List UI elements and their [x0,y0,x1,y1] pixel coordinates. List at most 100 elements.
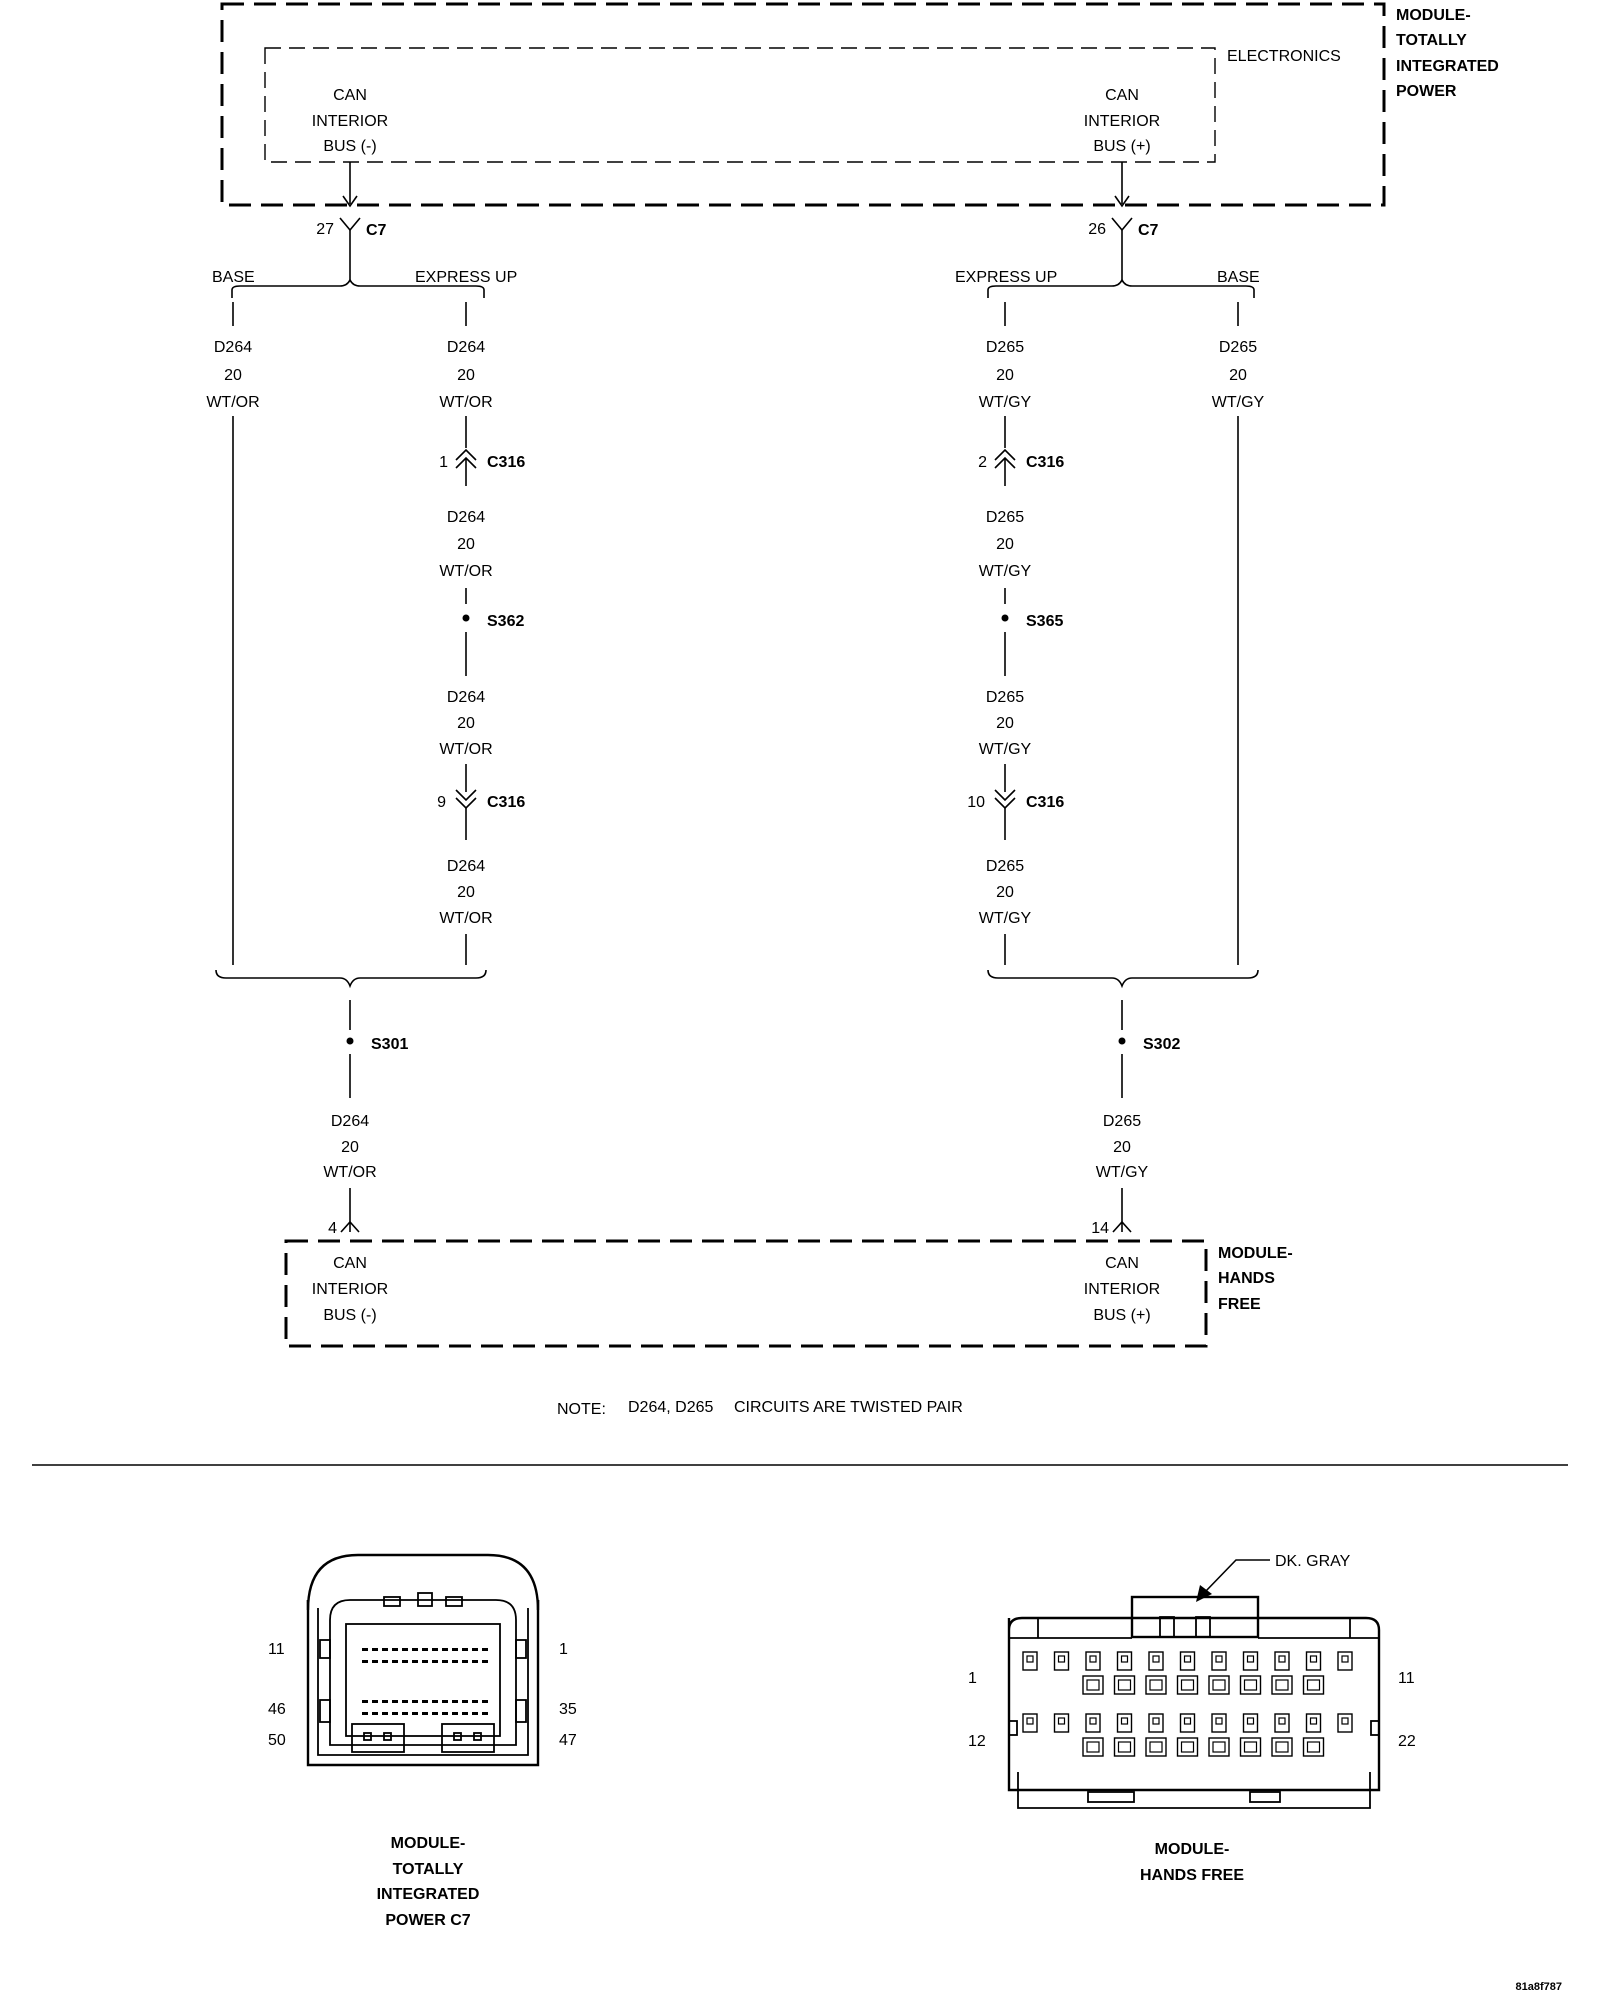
hf-pin-cavity [1305,1651,1322,1671]
c7-pin-cavity [402,1660,408,1663]
c7-pin-cavity [442,1712,448,1715]
hf-pin-cavity [1337,1713,1353,1733]
hf-left-connector-icon [340,1220,360,1233]
right-base-label: BASE [1217,269,1260,286]
tipm-title-4: POWER [1396,83,1457,100]
left-exp-wire-1-color: WT/OR [439,394,492,411]
tipm-outline [220,2,1386,207]
c7-pin-cavity [412,1700,418,1703]
c7-pin-cavity [392,1660,398,1663]
hf-right-port-2: INTERIOR [1084,1281,1160,1298]
right-exp-wire-2-circuit: D265 [986,509,1024,526]
left-exp-wire-3-gauge: 20 [457,715,475,732]
right-exp-wire-4-circuit: D265 [986,858,1024,875]
c7-pin-cavity [452,1712,458,1715]
hf-pin-cavity [1274,1713,1290,1733]
c7-pin-1: 1 [559,1641,568,1658]
hf-pin-cavity [1085,1651,1101,1671]
tipm-right-port-1: CAN [1105,87,1139,104]
hands-free-outline [284,1239,1208,1348]
c7-pin-cavity [422,1660,428,1663]
c316-9-connector-icon [455,789,477,802]
c7-pin-cavity [452,1660,458,1663]
note: NOTE: D264, D265 CIRCUITS ARE TWISTED PA… [557,1399,963,1418]
c7-pin-cavity [382,1712,388,1715]
arrow-down-icon [1114,195,1130,208]
right-exp-wire-3-gauge: 20 [996,715,1014,732]
left-exp-wire-2-circuit: D264 [447,509,485,526]
s302-label: S302 [1143,1036,1180,1053]
hf-right-port-3: BUS (+) [1093,1307,1150,1324]
right-exp-wire-1-circuit: D265 [986,339,1024,356]
right-exp-wire-4-gauge: 20 [996,884,1014,901]
tipm-left-port-2: INTERIOR [312,113,388,130]
hf-pin-cavity [1116,1713,1133,1733]
c7-pin-cavity [482,1660,488,1663]
hf-pin-cavity [1211,1713,1227,1733]
left-final-wire-gauge: 20 [341,1139,359,1156]
right-exp-wire-3-circuit: D265 [986,689,1024,706]
tipm-title-2: TOTALLY [1396,32,1467,49]
hf-pin-cavity [1022,1713,1038,1733]
c7-pin-cavity [422,1712,428,1715]
left-exp-wire-2-color: WT/OR [439,563,492,580]
right-branch-brace [987,278,1255,298]
right-base-wire-circuit: D265 [1219,339,1257,356]
right-exp-wire-1-color: WT/GY [979,394,1032,411]
hf-pin-cavity [1242,1713,1259,1733]
hf-pin-cavity [1148,1651,1164,1671]
right-final-wire-color: WT/GY [1096,1164,1149,1181]
tipm-title-1: MODULE- [1396,7,1471,24]
right-final-wire-gauge: 20 [1113,1139,1131,1156]
left-exp-wire-4-gauge: 20 [457,884,475,901]
c7-pin-47: 47 [559,1732,577,1749]
tipm-module: ELECTRONICS MODULE- TOTALLY INTEGRATED P… [220,2,1499,207]
c7-pin-46: 46 [268,1701,286,1718]
s301-label: S301 [371,1036,408,1053]
hf-pin-cavity [1116,1651,1133,1671]
arrow-down-icon [342,195,358,208]
left-exp-wire-1-gauge: 20 [457,367,475,384]
hf-color-callout: DK. GRAY [1275,1553,1351,1570]
c7-pin-cavity [442,1660,448,1663]
c7-pin-cavity [362,1700,368,1703]
hf-caption-2: HANDS FREE [1140,1867,1244,1884]
left-base-label: BASE [212,269,255,286]
right-exp-wire-4-color: WT/GY [979,910,1032,927]
hf-pin-cavity [1242,1651,1259,1671]
c7-pin-cavity [482,1712,488,1715]
c316-2-connector-icon [994,448,1016,461]
left-final-wire-color: WT/OR [323,1164,376,1181]
left-exp-wire-2-gauge: 20 [457,536,475,553]
c7-caption-2: TOTALLY [393,1861,464,1878]
c7-left-pin: 27 [316,221,334,238]
right-base-wire-color: WT/GY [1212,394,1265,411]
c7-caption-1: MODULE- [391,1835,466,1852]
hf-pin-22: 22 [1398,1733,1416,1750]
c7-pin-cavity [472,1712,478,1715]
hf-pin-cavity [1305,1713,1322,1733]
hf-right-pin: 14 [1091,1220,1109,1237]
right-exp-wire-2-gauge: 20 [996,536,1014,553]
c7-pin-cavity [452,1648,458,1651]
left-base-wire-circuit: D264 [214,339,252,356]
c7-pin-cavity [422,1648,428,1651]
c7-pin-50: 50 [268,1732,286,1749]
left-exp-wire-4-color: WT/OR [439,910,492,927]
c7-left-connector-icon [339,217,361,232]
c7-pin-cavity [402,1712,408,1715]
left-exp-wire-1-circuit: D264 [447,339,485,356]
hf-pin-cavity [1053,1713,1070,1733]
note-prefix: NOTE: [557,1401,606,1418]
hf-pin-11: 11 [1398,1670,1415,1687]
note-circuits: D264, D265 [628,1399,713,1416]
s302-splice-dot [1118,1037,1126,1045]
c7-pin-cavity [402,1700,408,1703]
c316-10-pin: 10 [967,794,985,811]
hf-title-3: FREE [1218,1296,1261,1313]
hf-pin-cavity [1022,1651,1038,1671]
c7-right-pin: 26 [1088,221,1106,238]
c7-pin-cavity [372,1648,378,1651]
c7-pin-cavity [362,1660,368,1663]
c7-caption-4: POWER C7 [385,1912,470,1929]
